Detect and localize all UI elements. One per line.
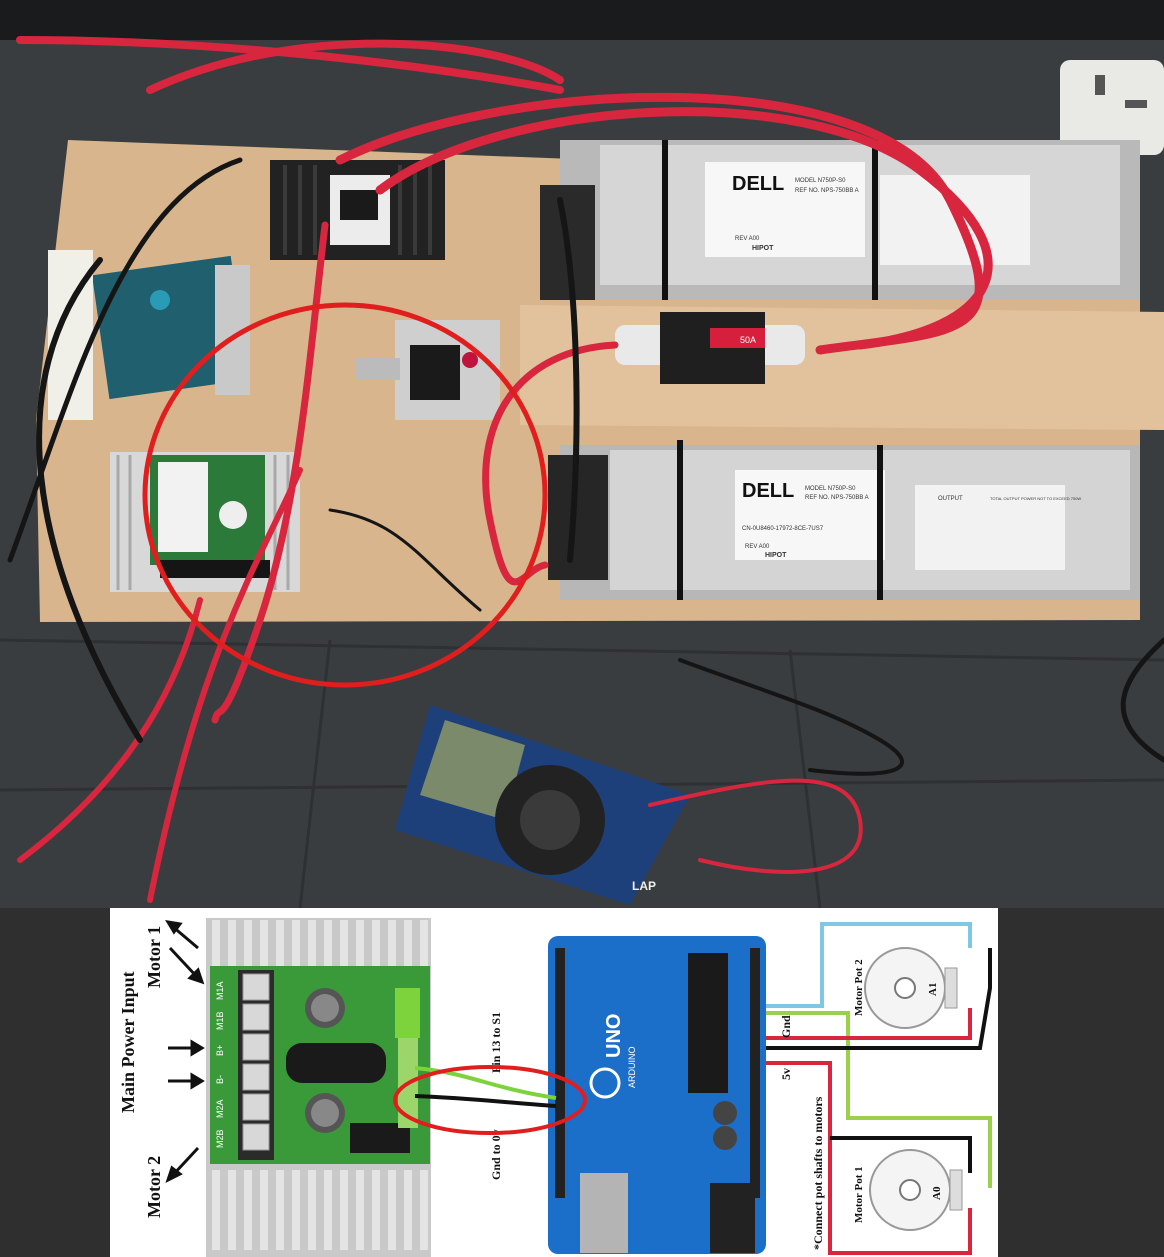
label-motor1: Motor 1: [144, 926, 164, 988]
annotation-circle-diagram: [393, 1065, 587, 1135]
terminal-m1b: M1B: [215, 1011, 225, 1030]
psu-top-hipot: HIPOT: [752, 245, 774, 252]
breaker-rating: 50A: [740, 335, 756, 345]
arduino-uno-label: UNO: [603, 1014, 625, 1058]
power-supply-top: DELL MODEL N750P-S0 REF NO. NPS-750BB A …: [540, 140, 1140, 300]
psu-bottom-cn: CN-0U8460-17972-8CE-7US7: [742, 526, 824, 532]
workbench-photo: DELL MODEL N750P-S0 REF NO. NPS-750BB A …: [0, 0, 1164, 908]
terminal-m1a: M1A: [215, 981, 225, 1000]
power-supply-bottom: DELL MODEL N750P-S0 REF NO. NPS-750BB A …: [548, 445, 1140, 600]
terminal-bminus: B-: [215, 1075, 225, 1084]
label-pot1: Motor Pot 1: [853, 1166, 865, 1223]
label-a1: A1: [927, 983, 939, 996]
psu-top-model: MODEL N750P-S0: [795, 178, 846, 184]
label-a0: A0: [931, 1186, 943, 1200]
psu-bottom-hipot: HIPOT: [765, 552, 787, 559]
label-motor2: Motor 2: [144, 1156, 164, 1218]
label-5v: 5v: [779, 1068, 793, 1080]
multimeter: LAP: [395, 705, 690, 905]
wiring-diagram: Motor 1 Main Power Input Motor 2 ches an…: [110, 908, 998, 1257]
label-main-power: Main Power Input: [118, 971, 138, 1113]
terminal-m2a: M2A: [215, 1099, 225, 1118]
psu-bottom-rev: REV A00: [745, 544, 770, 550]
label-note: *Connect pot shafts to motors: [811, 1096, 825, 1250]
wiring-diagram-panel: Motor 1 Main Power Input Motor 2 ches an…: [0, 908, 1164, 1257]
psu-bottom-brand: DELL: [742, 480, 794, 502]
motor-driver-diagram: M1A M1B B+ B- M2A M2B: [206, 918, 431, 1257]
label-gnd-0v: Gnd to 0v: [489, 1129, 503, 1180]
terminal-m2b: M2B: [215, 1129, 225, 1148]
meter-brand: LAP: [632, 879, 656, 893]
psu-top-brand: DELL: [732, 173, 784, 195]
relay-module-photo: [355, 320, 500, 420]
arduino-board-photo: [92, 255, 250, 400]
label-pin13: Pin 13 to S1: [489, 1012, 503, 1073]
psu-top-ref: REF NO. NPS-750BB A: [795, 188, 859, 194]
circuit-breaker: 50A: [615, 312, 805, 384]
psu-bottom-ref: REF NO. NPS-750BB A: [805, 495, 869, 501]
motor-pot-2: [864, 947, 958, 1029]
psu-bottom-model: MODEL N750P-S0: [805, 486, 856, 492]
psu-bottom-output: OUTPUT: [938, 496, 963, 502]
psu-top-rev: REV A00: [735, 236, 760, 242]
motor-driver-photo: [110, 452, 300, 592]
terminal-bplus: B+: [215, 1045, 225, 1056]
wall-socket: [1060, 60, 1164, 155]
annotation-circle-photo: [142, 302, 548, 688]
arduino-brand-label: ARDUINO: [627, 1046, 637, 1088]
psu-bottom-total: TOTAL OUTPUT POWER NOT TO EXCEED 750W: [990, 496, 1081, 501]
arduino-uno-diagram: UNO ARDUINO: [548, 936, 766, 1254]
label-gnd: Gnd: [779, 1015, 793, 1038]
label-pot2: Motor Pot 2: [853, 959, 865, 1016]
motor-pot-1: [869, 1149, 963, 1231]
heatsink-top: [270, 160, 445, 260]
